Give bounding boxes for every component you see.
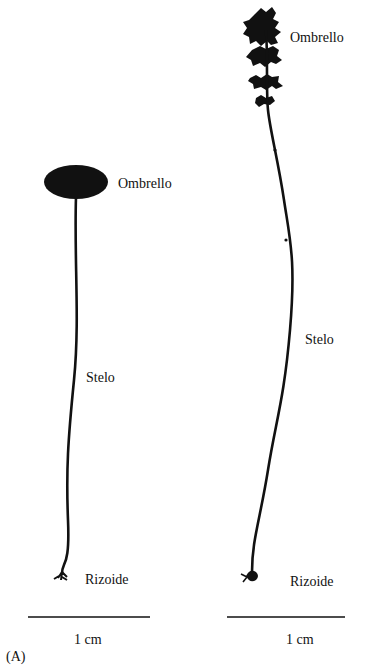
part-label: Rizoide [290, 574, 334, 590]
scale-bar [28, 616, 150, 618]
part-label: Rizoide [85, 572, 129, 588]
part-label: Stelo [305, 332, 334, 348]
rhizoid [246, 571, 258, 582]
part-label: Ombrello [290, 30, 344, 46]
umbrella-cap [44, 165, 108, 199]
rhizoid [54, 572, 67, 580]
scale-label: 1 cm [74, 632, 102, 648]
part-label: Ombrello [118, 176, 172, 192]
stalk [62, 197, 77, 574]
umbrella-whorls [243, 7, 283, 107]
scale-bar [227, 616, 345, 618]
scale-label: 1 cm [286, 632, 314, 648]
part-label: Stelo [86, 370, 115, 386]
panel-letter: (A) [6, 649, 25, 665]
stalk [252, 30, 292, 572]
